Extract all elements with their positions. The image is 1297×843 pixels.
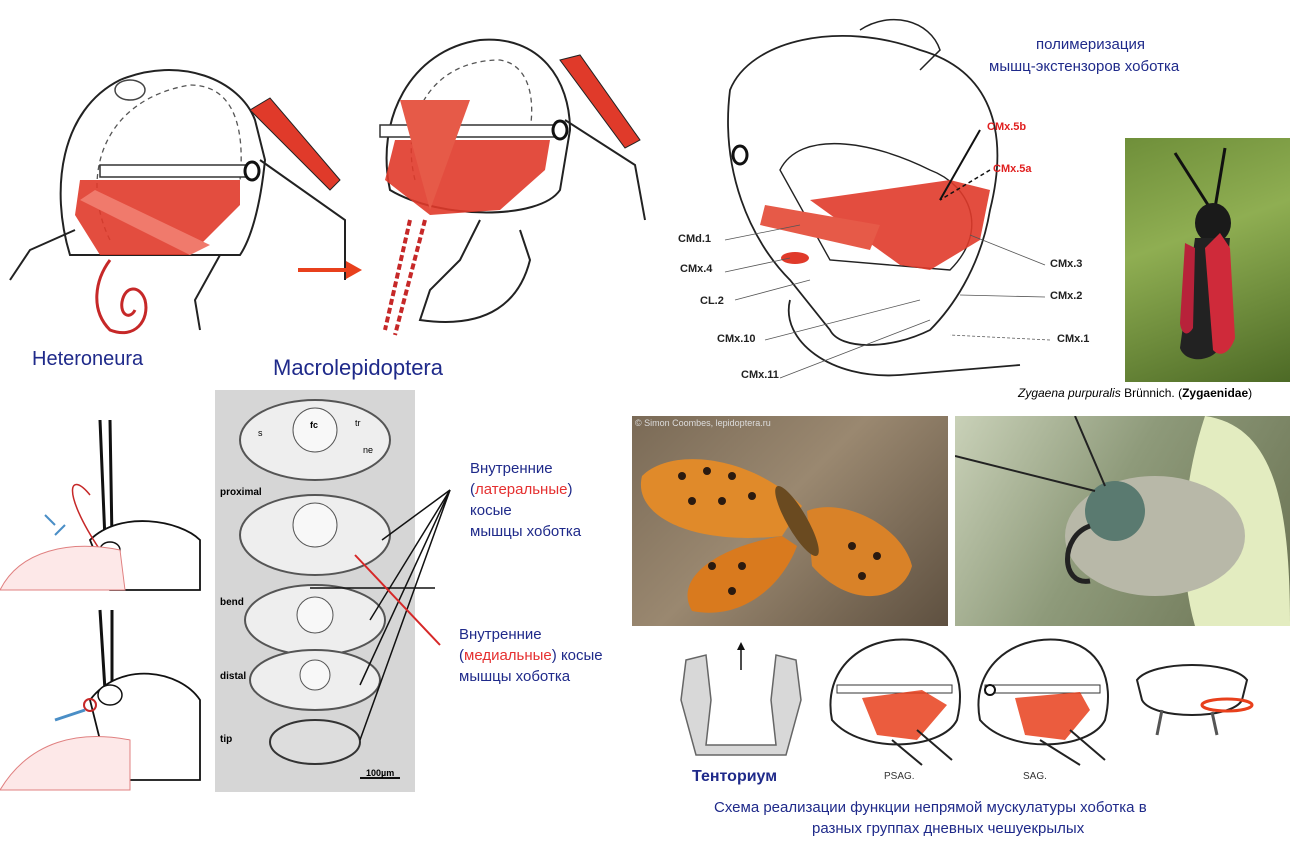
zygaena-caption: Zygaena purpuralis Brünnich. (Zygaenidae…	[1018, 386, 1252, 400]
muscle-label-cmx1: CMx.1	[1057, 333, 1090, 345]
section-label-proximal: proximal	[220, 487, 262, 498]
pointer-arrows	[310, 489, 451, 741]
photo-watermark: © Simon Coombes, lepidoptera.ru	[635, 418, 771, 428]
scheme-caption-line2: разных группах дневных чешуекрылых	[812, 820, 1085, 837]
evolution-arrow-icon	[298, 261, 362, 279]
tentorium-drawing	[680, 642, 802, 756]
muscle-label-cmx5a: CMx.5a	[993, 163, 1032, 175]
medial-word: медиальные	[464, 647, 552, 664]
muscle-label-cmx2: CMx.2	[1050, 290, 1083, 302]
section-letter-ne: ne	[363, 445, 374, 455]
sag-head-diagram	[977, 638, 1109, 766]
section-letter-tr: tr	[355, 418, 361, 428]
muscle-label-cmx10: CMx.10	[717, 333, 756, 345]
medial-line1: Внутренние	[459, 626, 542, 643]
zygaena-photo	[1125, 138, 1290, 382]
section-letter-fc: fc	[310, 420, 319, 430]
macrolepidoptera-head-diagram	[379, 38, 646, 336]
section-label-distal: distal	[220, 671, 247, 682]
section-label-bend: bend	[220, 597, 244, 608]
lateral-muscles-text: Внутренние (латеральные) косые мышцы хоб…	[470, 458, 581, 542]
muscle-label-cmx5b: CMx.5b	[987, 121, 1027, 133]
extensor-muscles-label: мышц-экстензоров хоботка	[989, 58, 1180, 75]
zygaena-family: Zygaenidae	[1182, 386, 1249, 400]
lateral-line4: мышцы хоботка	[470, 523, 582, 540]
section-letter-s: s	[258, 428, 263, 438]
fritillary-photo: © Simon Coombes, lepidoptera.ru	[632, 416, 948, 626]
zygaena-author: Brünnich. (	[1120, 386, 1183, 400]
tentorium-ring-diagram	[1135, 664, 1254, 736]
psag-head-diagram	[829, 638, 961, 766]
psag-label: PSAG.	[884, 771, 915, 782]
feeding-sketch-bottom	[0, 609, 201, 791]
section-label-tip: tip	[220, 734, 233, 745]
muscle-label-cmx11: CMx.11	[741, 369, 779, 381]
scheme-caption-line1: Схема реализации функции непрямой мускул…	[714, 799, 1147, 816]
lateral-line1: Внутренние	[470, 460, 553, 477]
zygaena-caption-close: )	[1248, 386, 1253, 400]
tentorium-label: Тенториум	[692, 768, 778, 785]
lateral-line3: косые	[470, 502, 512, 519]
muscle-label-cmx3: CMx.3	[1050, 258, 1083, 270]
section-scale-bar-label: 100µm	[366, 768, 395, 778]
proboscis-cross-sections: s fc tr ne proximal bend distal tip 100µ…	[215, 390, 415, 792]
zygaena-species: Zygaena purpuralis	[1018, 386, 1121, 400]
lateral-word: латеральные	[475, 481, 568, 498]
muscle-label-cl2: CL.2	[700, 295, 724, 307]
medial-muscles-text: Внутренние (медиальные) косые мышцы хобо…	[459, 624, 603, 687]
heteroneura-label: Heteroneura	[32, 348, 144, 370]
lateral-line2: (латеральные)	[470, 481, 573, 498]
medial-line3: мышцы хоботка	[459, 668, 571, 685]
feeding-sketch-top	[0, 419, 201, 591]
proboscis-muscle-section-drawing	[724, 18, 1051, 379]
medial-line2: (медиальные) косые	[459, 647, 603, 664]
butterfly-head-closeup-photo	[955, 416, 1290, 626]
muscle-label-cmd1: CMd.1	[678, 233, 711, 245]
muscle-label-cmx4: CMx.4	[680, 263, 713, 275]
macrolepidoptera-label: Macrolepidoptera	[273, 355, 443, 380]
heteroneura-head-diagram	[9, 69, 346, 335]
sag-label: SAG.	[1023, 771, 1047, 782]
polymerization-label: полимеризация	[1036, 36, 1145, 53]
